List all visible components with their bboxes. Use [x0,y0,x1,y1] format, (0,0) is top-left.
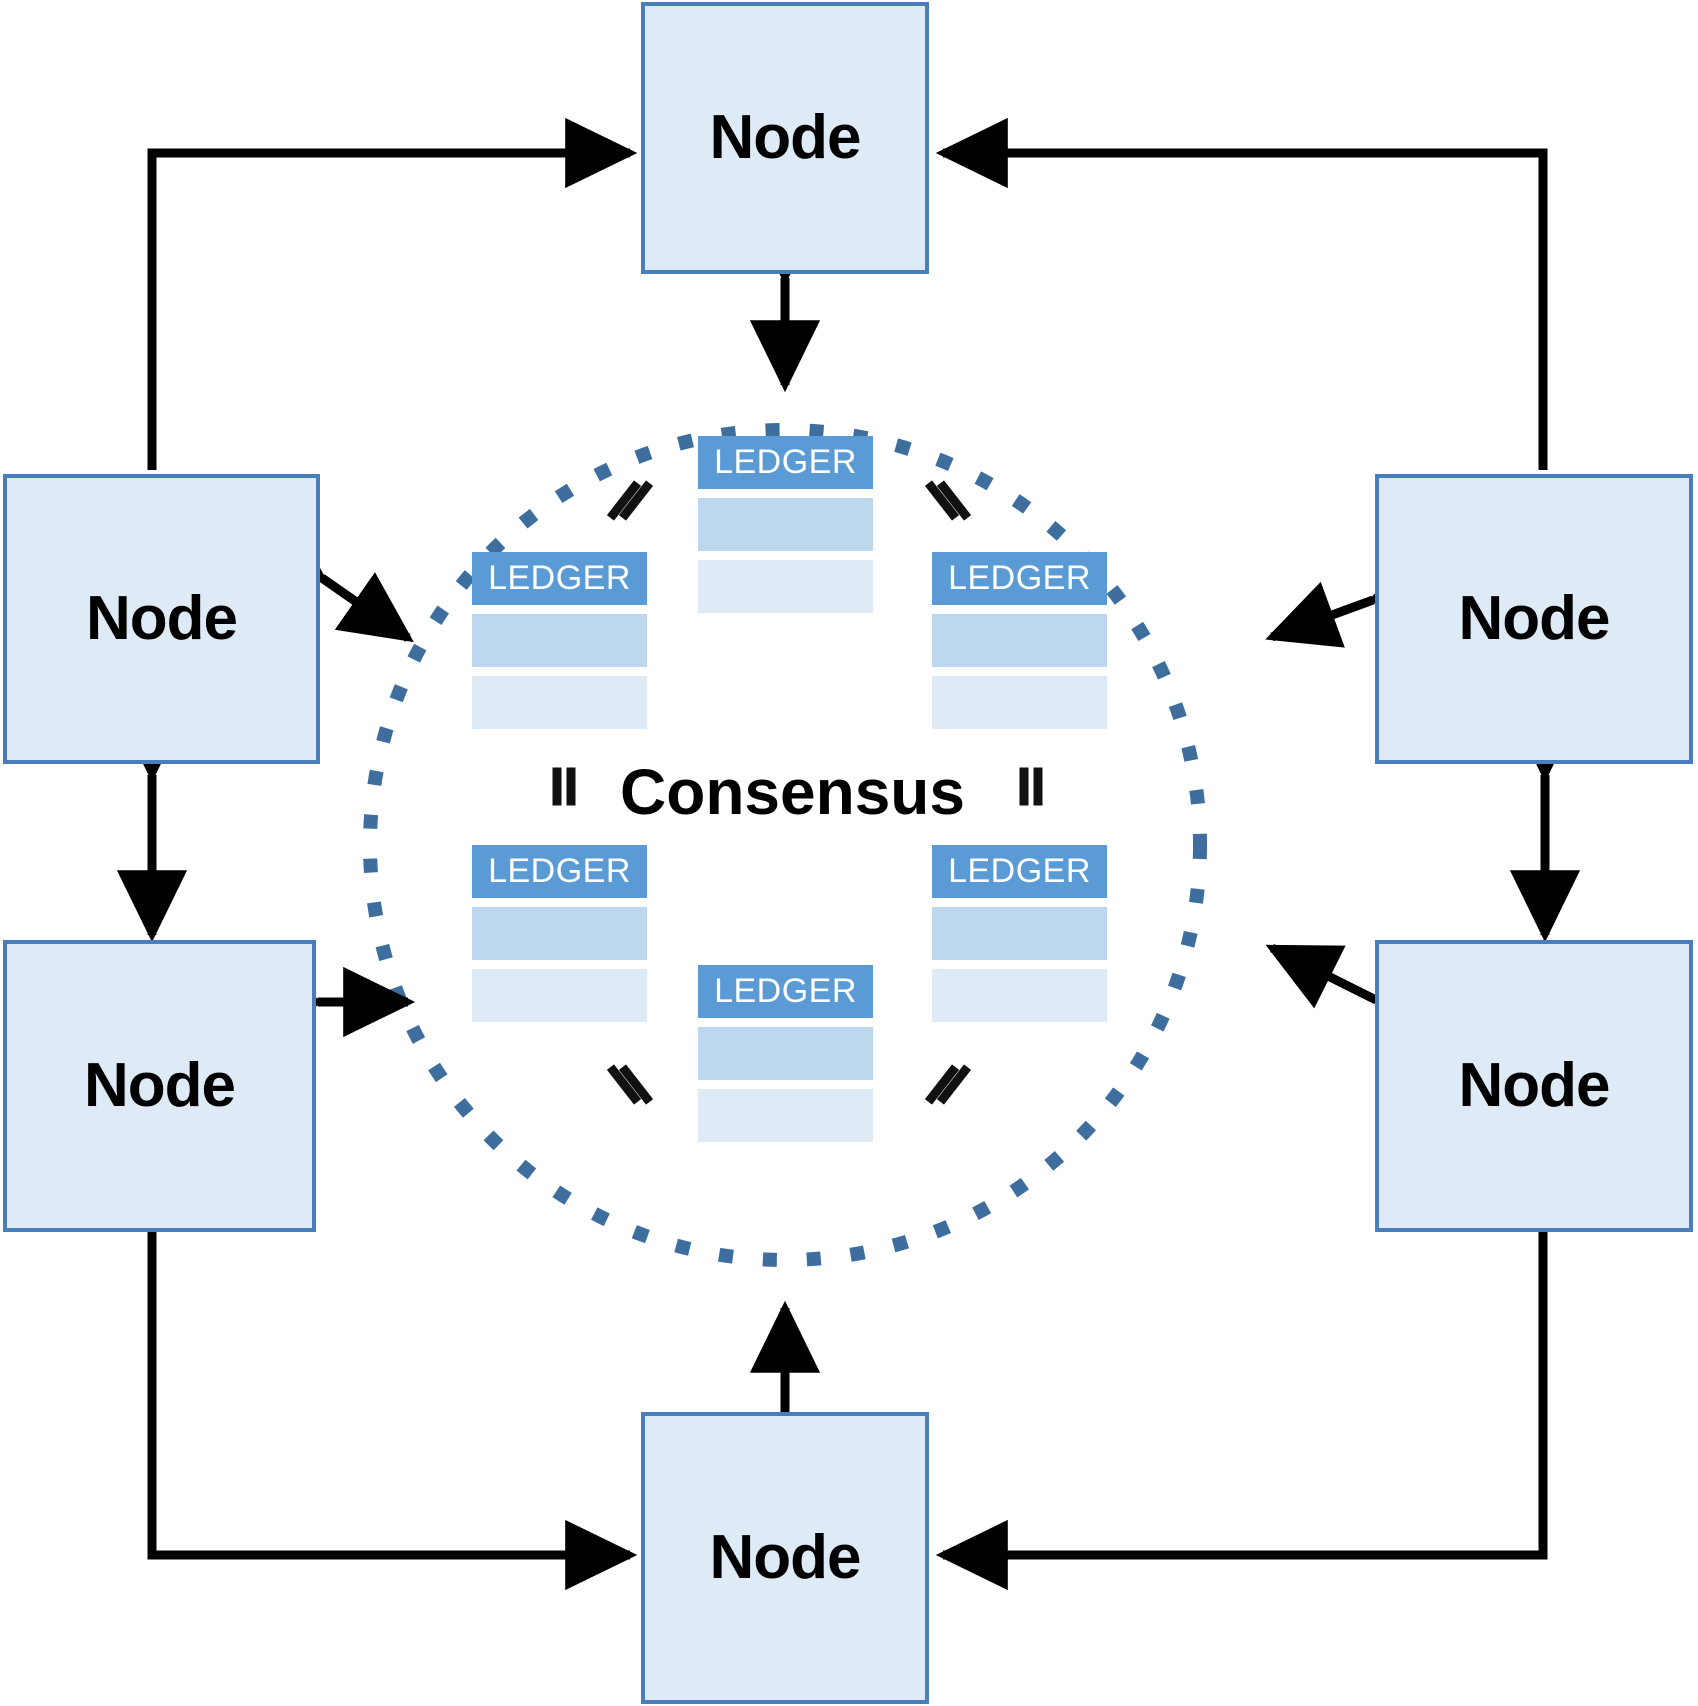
node-right-upper[interactable]: Node [1375,474,1693,764]
node-left-upper[interactable]: Node [3,474,320,764]
conn-leftupper-center [248,512,414,643]
ledger-top-row-1 [698,498,873,551]
ledger-lower-left[interactable]: LEDGER [472,845,647,1022]
ledger-lower-right-row-1 [932,907,1107,960]
conn-rightlower-center [1265,943,1450,1061]
ledger-lower-right[interactable]: LEDGER [932,845,1107,1022]
ledger-upper-right-row-2 [932,676,1107,729]
equals-icon-mid-right [1005,767,1051,814]
consensus-label: Consensus [620,756,965,828]
conn-topright-perimeter [935,117,1548,470]
equals-icon-bottom-right [920,1062,972,1108]
ledger-lower-left-row-2 [472,969,647,1022]
conn-rightupper-center [1265,544,1446,648]
node-left-upper-label: Node [86,584,238,653]
equals-icon-top-left [600,478,654,524]
node-left-lower-label: Node [84,1051,236,1120]
ledger-upper-left-row-2 [472,676,647,729]
ledger-upper-left-header: LEDGER [472,552,647,605]
ledger-top-row-2 [698,560,873,613]
node-bottom-label: Node [709,1523,862,1592]
node-bottom[interactable]: Node [641,1412,929,1704]
conn-bottomright-perimeter [935,1230,1548,1591]
ledger-top-header: LEDGER [698,436,873,489]
node-right-lower[interactable]: Node [1375,940,1693,1232]
ledger-upper-left-row-1 [472,614,647,667]
ledger-upper-right-row-1 [932,614,1107,667]
node-right-lower-label: Node [1458,1051,1611,1120]
node-right-upper-label: Node [1458,584,1611,653]
ledger-bottom[interactable]: LEDGER [698,965,873,1142]
ledger-lower-left-header: LEDGER [472,845,647,898]
node-top-label: Node [709,103,862,172]
ledger-lower-right-header: LEDGER [932,845,1107,898]
ledger-upper-right[interactable]: LEDGER [932,552,1107,729]
ledger-upper-left[interactable]: LEDGER [472,552,647,729]
ledger-upper-right-header: LEDGER [932,552,1107,605]
ledger-bottom-row-1 [698,1027,873,1080]
conn-topleft-perimeter [147,117,638,470]
conn-bottomleft-perimeter [147,1230,638,1591]
equals-icon-mid-left [538,767,584,814]
equals-icon-bottom-left [600,1062,654,1108]
ledger-top[interactable]: LEDGER [698,436,873,613]
ledger-bottom-header: LEDGER [698,965,873,1018]
ledger-lower-right-row-2 [932,969,1107,1022]
node-top[interactable]: Node [641,2,929,274]
ledger-bottom-row-2 [698,1089,873,1142]
equals-icon-top-right [924,478,976,524]
node-left-lower[interactable]: Node [3,940,316,1232]
ledger-lower-left-row-1 [472,907,647,960]
